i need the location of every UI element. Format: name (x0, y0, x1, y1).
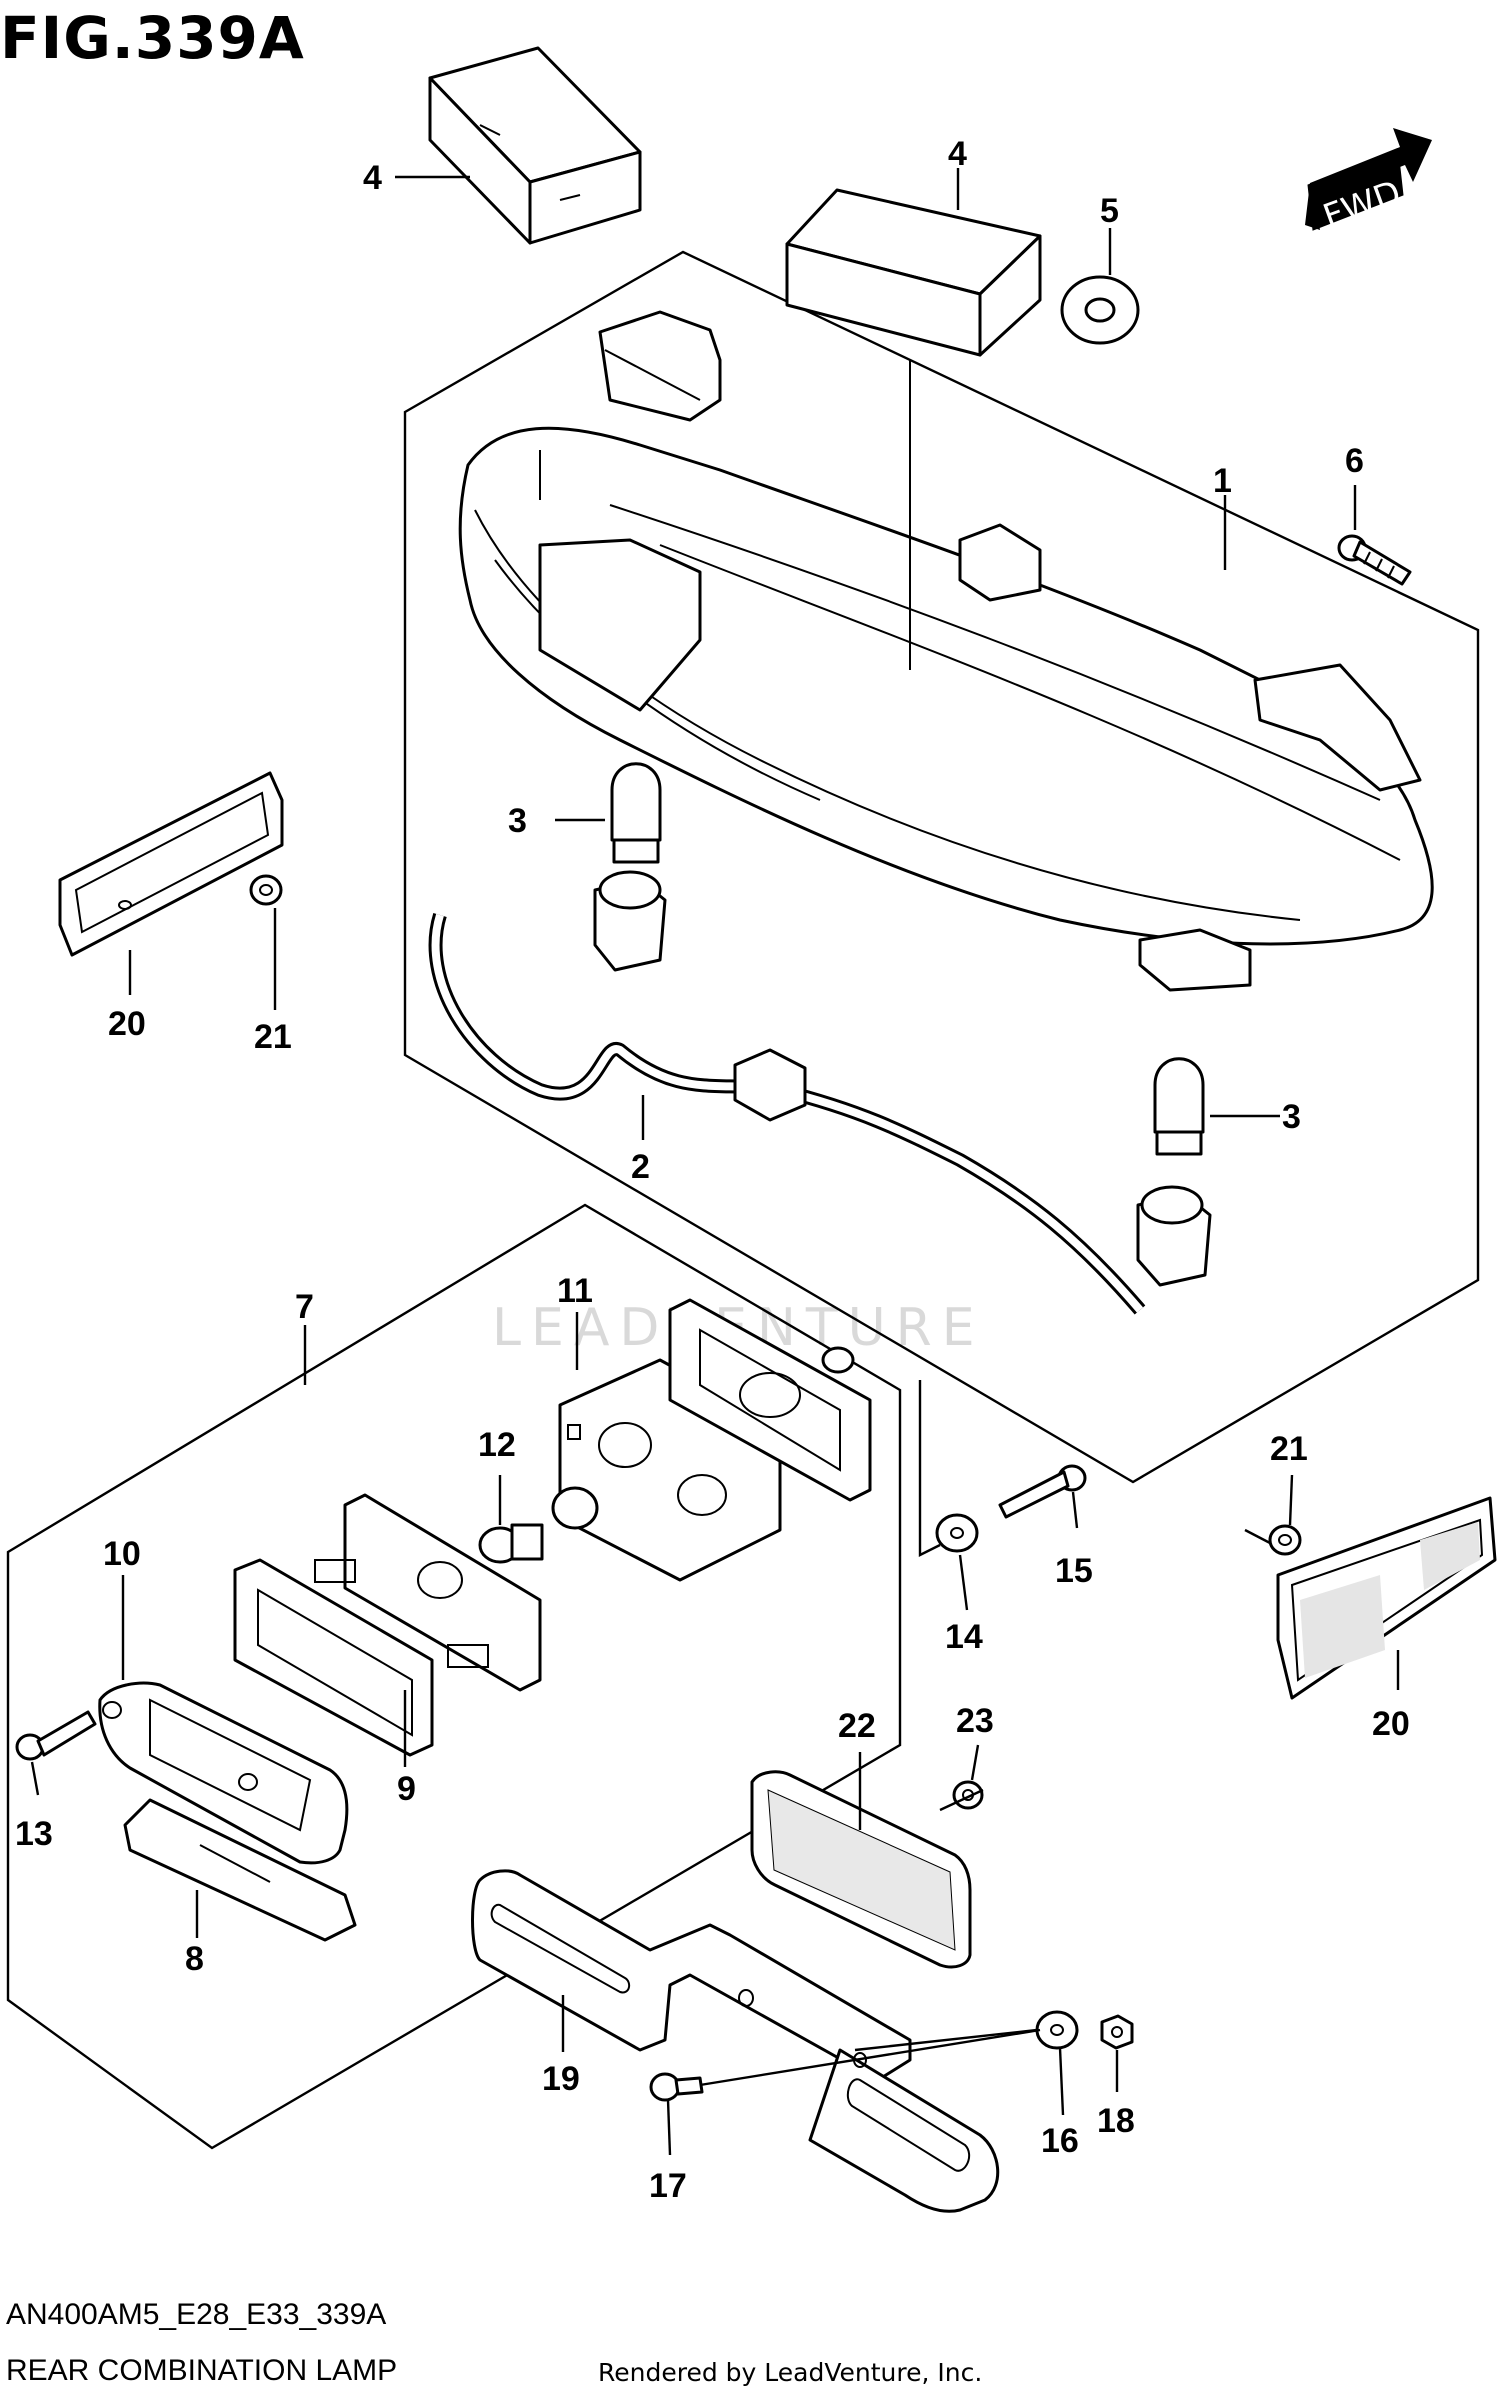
callout-23: 23 (956, 1702, 994, 1740)
circuit-board-part (314, 1493, 542, 1692)
callout-3: 3 (1282, 1098, 1301, 1136)
wiring-harness (428, 870, 1212, 1315)
figure-title: FIG.339A (0, 4, 305, 72)
bolt-part (649, 2072, 704, 2102)
assembly-name: REAR COMBINATION LAMP (6, 2354, 398, 2387)
callout-21: 21 (1270, 1430, 1308, 1468)
assembly-box-lamp (403, 250, 1480, 1484)
callout-7: 7 (295, 1288, 314, 1326)
callout-numbers: 1 2 3 3 4 4 5 6 7 8 9 10 11 12 13 14 15 … (15, 135, 1410, 2205)
callout-11: 11 (557, 1272, 593, 1310)
nut-part (1100, 2014, 1134, 2050)
model-code: AN400AM5_E28_E33_339A (6, 2298, 387, 2331)
gasket-part (233, 1558, 434, 1757)
grommet-part (1060, 275, 1140, 345)
foam-pad-part (428, 46, 642, 245)
callout-2: 2 (631, 1148, 650, 1186)
callout-14: 14 (945, 1618, 983, 1656)
callout-9: 9 (397, 1770, 416, 1808)
callout-4: 4 (363, 159, 382, 197)
reflector-part (750, 1770, 972, 1969)
callout-10: 10 (103, 1535, 141, 1573)
rendered-by-credit: Rendered by LeadVenture, Inc. (598, 2358, 983, 2387)
fwd-arrow-badge: FWD (1305, 128, 1432, 238)
nut-part (952, 1780, 984, 1810)
screw-part (998, 1464, 1087, 1519)
callout-20: 20 (1372, 1705, 1410, 1743)
lens-cover-part (123, 1798, 357, 1942)
bulb-part (610, 762, 662, 864)
bracket-part (471, 1869, 1000, 2213)
callout-8: 8 (185, 1940, 204, 1978)
callout-5: 5 (1100, 192, 1119, 230)
callout-22: 22 (838, 1707, 876, 1745)
screw-part (15, 1710, 97, 1761)
callout-3: 3 (508, 802, 527, 840)
nut-part (1268, 1524, 1302, 1556)
callout-15: 15 (1055, 1552, 1093, 1590)
lens-housing-part (98, 1681, 349, 1865)
assembly-box-license-lamp (6, 1203, 902, 2150)
callout-17: 17 (649, 2167, 687, 2205)
screw-part (1337, 534, 1412, 586)
callout-16: 16 (1041, 2122, 1079, 2160)
bulb-part (478, 1486, 599, 1564)
foam-pad-part (785, 188, 1042, 357)
tail-lamp-housing (458, 310, 1434, 992)
callout-20: 20 (108, 1005, 146, 1043)
leader-lines (30, 168, 1400, 2156)
callout-12: 12 (478, 1426, 516, 1464)
callout-19: 19 (542, 2060, 580, 2098)
callout-6: 6 (1345, 442, 1364, 480)
callout-4: 4 (948, 135, 967, 173)
callout-1: 1 (1213, 462, 1232, 500)
callout-18: 18 (1097, 2102, 1135, 2140)
washer-part (935, 1513, 979, 1553)
lamp-body-part (668, 1298, 872, 1502)
reflector-part (58, 771, 284, 957)
bulb-part (1153, 1057, 1205, 1156)
callout-13: 13 (15, 1815, 53, 1853)
nut-part (249, 874, 283, 906)
callout-21: 21 (254, 1018, 292, 1056)
reflector-grid-pattern (1300, 1522, 1480, 1678)
reflector-part (1276, 1496, 1497, 1700)
washer-part (1035, 2010, 1079, 2050)
